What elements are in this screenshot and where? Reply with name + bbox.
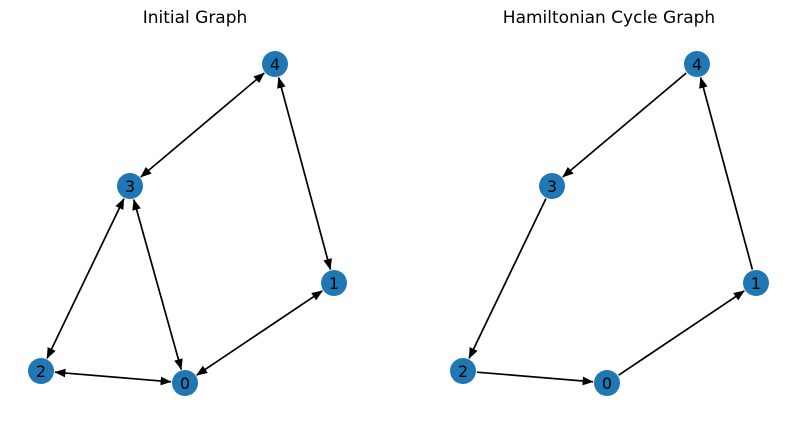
graph-node-1 [321,270,347,296]
node-label-1: 1 [329,274,339,293]
graph-edge-0-1 [618,290,745,376]
node-label-2: 2 [458,362,468,381]
graph-node-4 [262,51,288,77]
graph-node-4 [684,51,710,77]
graph-edge-3-2 [468,198,547,359]
graph-edge-0-3 [132,198,183,371]
edge-layer [46,72,332,386]
graph-edge-0-1 [196,290,323,376]
node-label-4: 4 [270,55,280,74]
graph-node-0 [172,370,198,396]
right-panel-title: Hamiltonian Cycle Graph [503,8,715,28]
node-label-1: 1 [751,274,761,293]
node-label-0: 0 [180,374,190,393]
node-label-2: 2 [36,362,46,381]
graph-edge-3-4 [140,72,265,178]
edge-layer [468,72,754,386]
left-panel-title: Initial Graph [143,8,248,28]
node-label-3: 3 [547,177,557,196]
node-layer: 0 1 2 3 4 [450,51,769,396]
graph-edge-4-3 [562,72,687,178]
graph-node-1 [743,270,769,296]
graph-node-3 [539,173,565,199]
node-label-0: 0 [602,374,612,393]
node-label-3: 3 [125,177,135,196]
node-label-4: 4 [692,55,702,74]
graph-edge-2-0 [476,371,594,386]
graph-edge-2-3 [46,198,125,359]
graph-node-0 [594,370,620,396]
graph-node-2 [450,358,476,384]
graph-node-2 [28,358,54,384]
graph-edge-1-4 [699,76,754,270]
graph-edge-1-4 [277,76,332,271]
left-panel-graph: 0 1 2 3 4 [28,51,347,396]
right-panel-graph: 0 1 2 3 4 [450,51,769,396]
graph-node-3 [117,173,143,199]
node-layer: 0 1 2 3 4 [28,51,347,396]
graph-edge-0-2 [54,368,172,386]
